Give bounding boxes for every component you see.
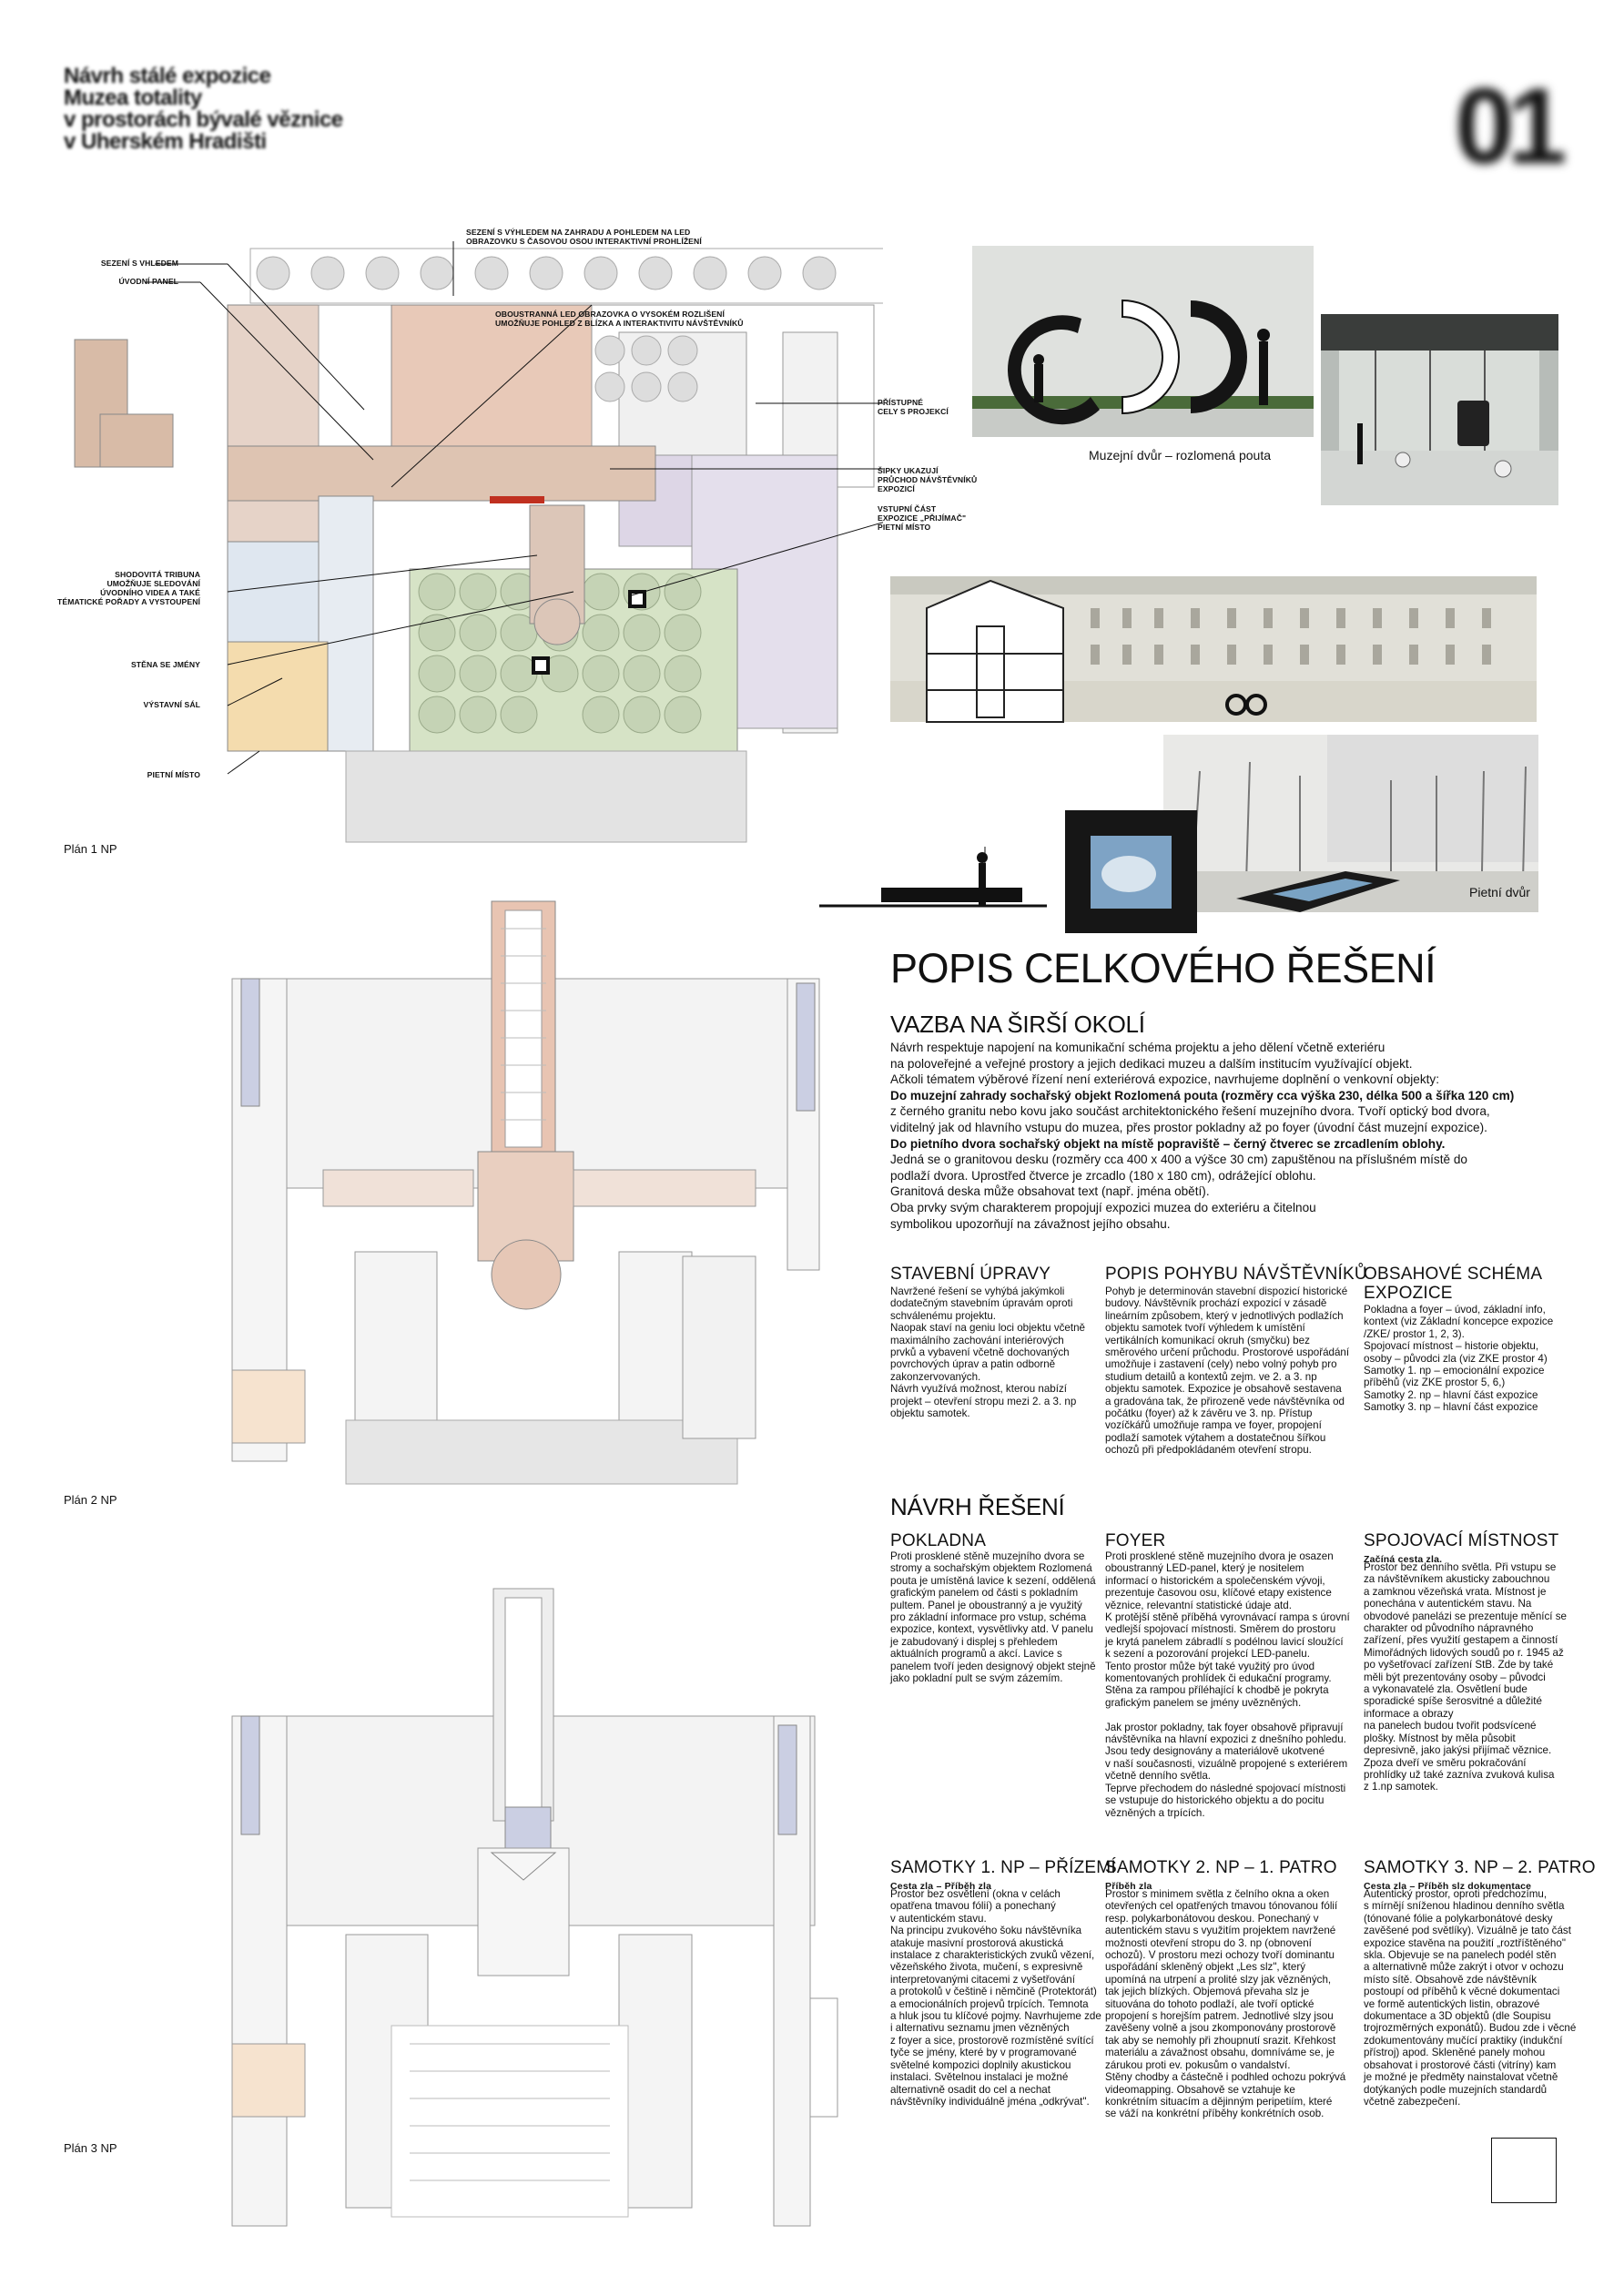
- callout-led-obrazovka: OBOUSTRANNÁ LED OBRAZOVKA O VYSOKÉM ROZL…: [495, 310, 744, 328]
- callout-pietni-misto: PIETNÍ MÍSTO: [147, 770, 200, 779]
- callout-stena-jmena: STĚNA SE JMÉNY: [130, 660, 200, 669]
- page-number: 01: [1455, 66, 1567, 187]
- samotky3-subtitle: Cesta zla – Příběh slz dokumentace: [1364, 1881, 1532, 1892]
- title-line: Muzea totality: [64, 86, 202, 110]
- pokladna-title: POKLADNA: [890, 1531, 987, 1550]
- header-title: Návrh stálé expozice Muzea totality v pr…: [64, 66, 391, 153]
- callout-sezeni-vhledem: SEZENÍ S VHLEDEM: [100, 259, 178, 268]
- render-section-elevation: [890, 544, 1537, 726]
- pohyb-title: POPIS POHYBU NÁVŠTĚVNÍKŮ: [1105, 1265, 1367, 1284]
- samotky1-text: Prostor bez osvětlení (okna v celách opa…: [890, 1888, 1101, 2108]
- obsahove-text: Pokladna a foyer – úvod, základní info, …: [1364, 1304, 1554, 1414]
- title-line: v prostorách bývalé věznice: [64, 107, 343, 132]
- obsahove-title: OBSAHOVÉ SCHÉMA EXPOZICE: [1364, 1265, 1543, 1303]
- spojovaci-subtitle: Začíná cesta zla.: [1364, 1554, 1443, 1565]
- navrh-title: NÁVRH ŘEŠENÍ: [890, 1493, 1065, 1520]
- title-line: v Uherském Hradišti: [64, 129, 267, 154]
- spojovaci-title: SPOJOVACÍ MÍSTNOST Začíná cesta zla.: [1364, 1531, 1558, 1570]
- stavebni-text: Navržené řešení se vyhýbá jakýmkoli doda…: [890, 1285, 1085, 1420]
- samotky2-text: Prostor s minimem světla z čelního okna …: [1105, 1888, 1346, 2120]
- caption-pietni-dvur: Pietní dvůr: [1469, 885, 1530, 899]
- spojovaci-text: Prostor bez denního světla. Při vstupu s…: [1364, 1561, 1567, 1793]
- pohyb-text: Pohyb je determinován stavební dispozicí…: [1105, 1285, 1350, 1457]
- foyer-text: Proti prosklené stěně muzejního dvora je…: [1105, 1550, 1350, 1819]
- plan-3np-label: Plán 3 NP: [64, 2141, 117, 2155]
- caption-muzejni-dvur: Muzejní dvůr – rozlomená pouta: [1089, 448, 1271, 462]
- render-sculpture: [972, 246, 1314, 437]
- callout-sezeni-vyhled: SEZENÍ S VÝHLEDEM NA ZAHRADU A POHLEDEM …: [466, 228, 702, 246]
- callout-vstupni-cast: VSTUPNÍ ČÁST EXPOZICE „PŘIJÍMAČ" PIETNÍ …: [878, 504, 967, 532]
- callout-tribuna: SHODOVITÁ TRIBUNA UMOŽŇUJE SLEDOVÁNÍ ÚVO…: [57, 570, 200, 606]
- samotky3-title: SAMOTKY 3. NP – 2. PATRO Cesta zla – Pří…: [1364, 1858, 1596, 1896]
- main-title: POPIS CELKOVÉHO ŘEŠENÍ: [890, 945, 1436, 991]
- foyer-title: FOYER: [1105, 1531, 1166, 1550]
- stavebni-title: STAVEBNÍ ÚPRAVY: [890, 1265, 1051, 1284]
- render-pietni-dvur: [1163, 735, 1538, 912]
- callout-sipky: ŠIPKY UKAZUJÍ PRŮCHOD NÁVŠTĚVNÍKŮ EXPOZI…: [878, 466, 978, 493]
- samotky2-title: SAMOTKY 2. NP – 1. PATRO Příběh zla: [1105, 1858, 1337, 1896]
- render-mirror-square: [1065, 810, 1197, 933]
- samotky3-text: Autentický prostor, oproti předchozímu, …: [1364, 1888, 1577, 2108]
- stamp-box: [1491, 2138, 1557, 2203]
- render-slab-section: [819, 847, 1047, 908]
- callout-pristupne-cely: PŘÍSTUPNÉ CELY S PROJEKCÍ: [878, 398, 949, 416]
- samotky1-subtitle: Cesta zla – Příběh zla: [890, 1881, 992, 1892]
- render-foyer-interior: [1321, 314, 1558, 505]
- samotky1-title: SAMOTKY 1. NP – PŘÍZEMÍ Cesta zla – Příb…: [890, 1858, 1116, 1896]
- plan-3np: [231, 1588, 838, 2227]
- callout-vystavni-sal: VÝSTAVNÍ SÁL: [143, 700, 200, 709]
- plan-1np-label: Plán 1 NP: [64, 842, 117, 856]
- pokladna-text: Proti prosklené stěně muzejního dvora se…: [890, 1550, 1096, 1685]
- title-line: Návrh stálé expozice: [64, 64, 271, 88]
- plan-1np: [74, 241, 883, 843]
- plan-2np: [231, 900, 820, 1485]
- vazba-title: VAZBA NA ŠIRŠÍ OKOLÍ: [890, 1011, 1145, 1038]
- plan-2np-label: Plán 2 NP: [64, 1493, 117, 1507]
- samotky2-subtitle: Příběh zla: [1105, 1881, 1152, 1892]
- vazba-text: Návrh respektuje napojení na komunikační…: [890, 1041, 1515, 1231]
- callout-uvodni-panel: ÚVODNÍ PANEL: [118, 277, 178, 286]
